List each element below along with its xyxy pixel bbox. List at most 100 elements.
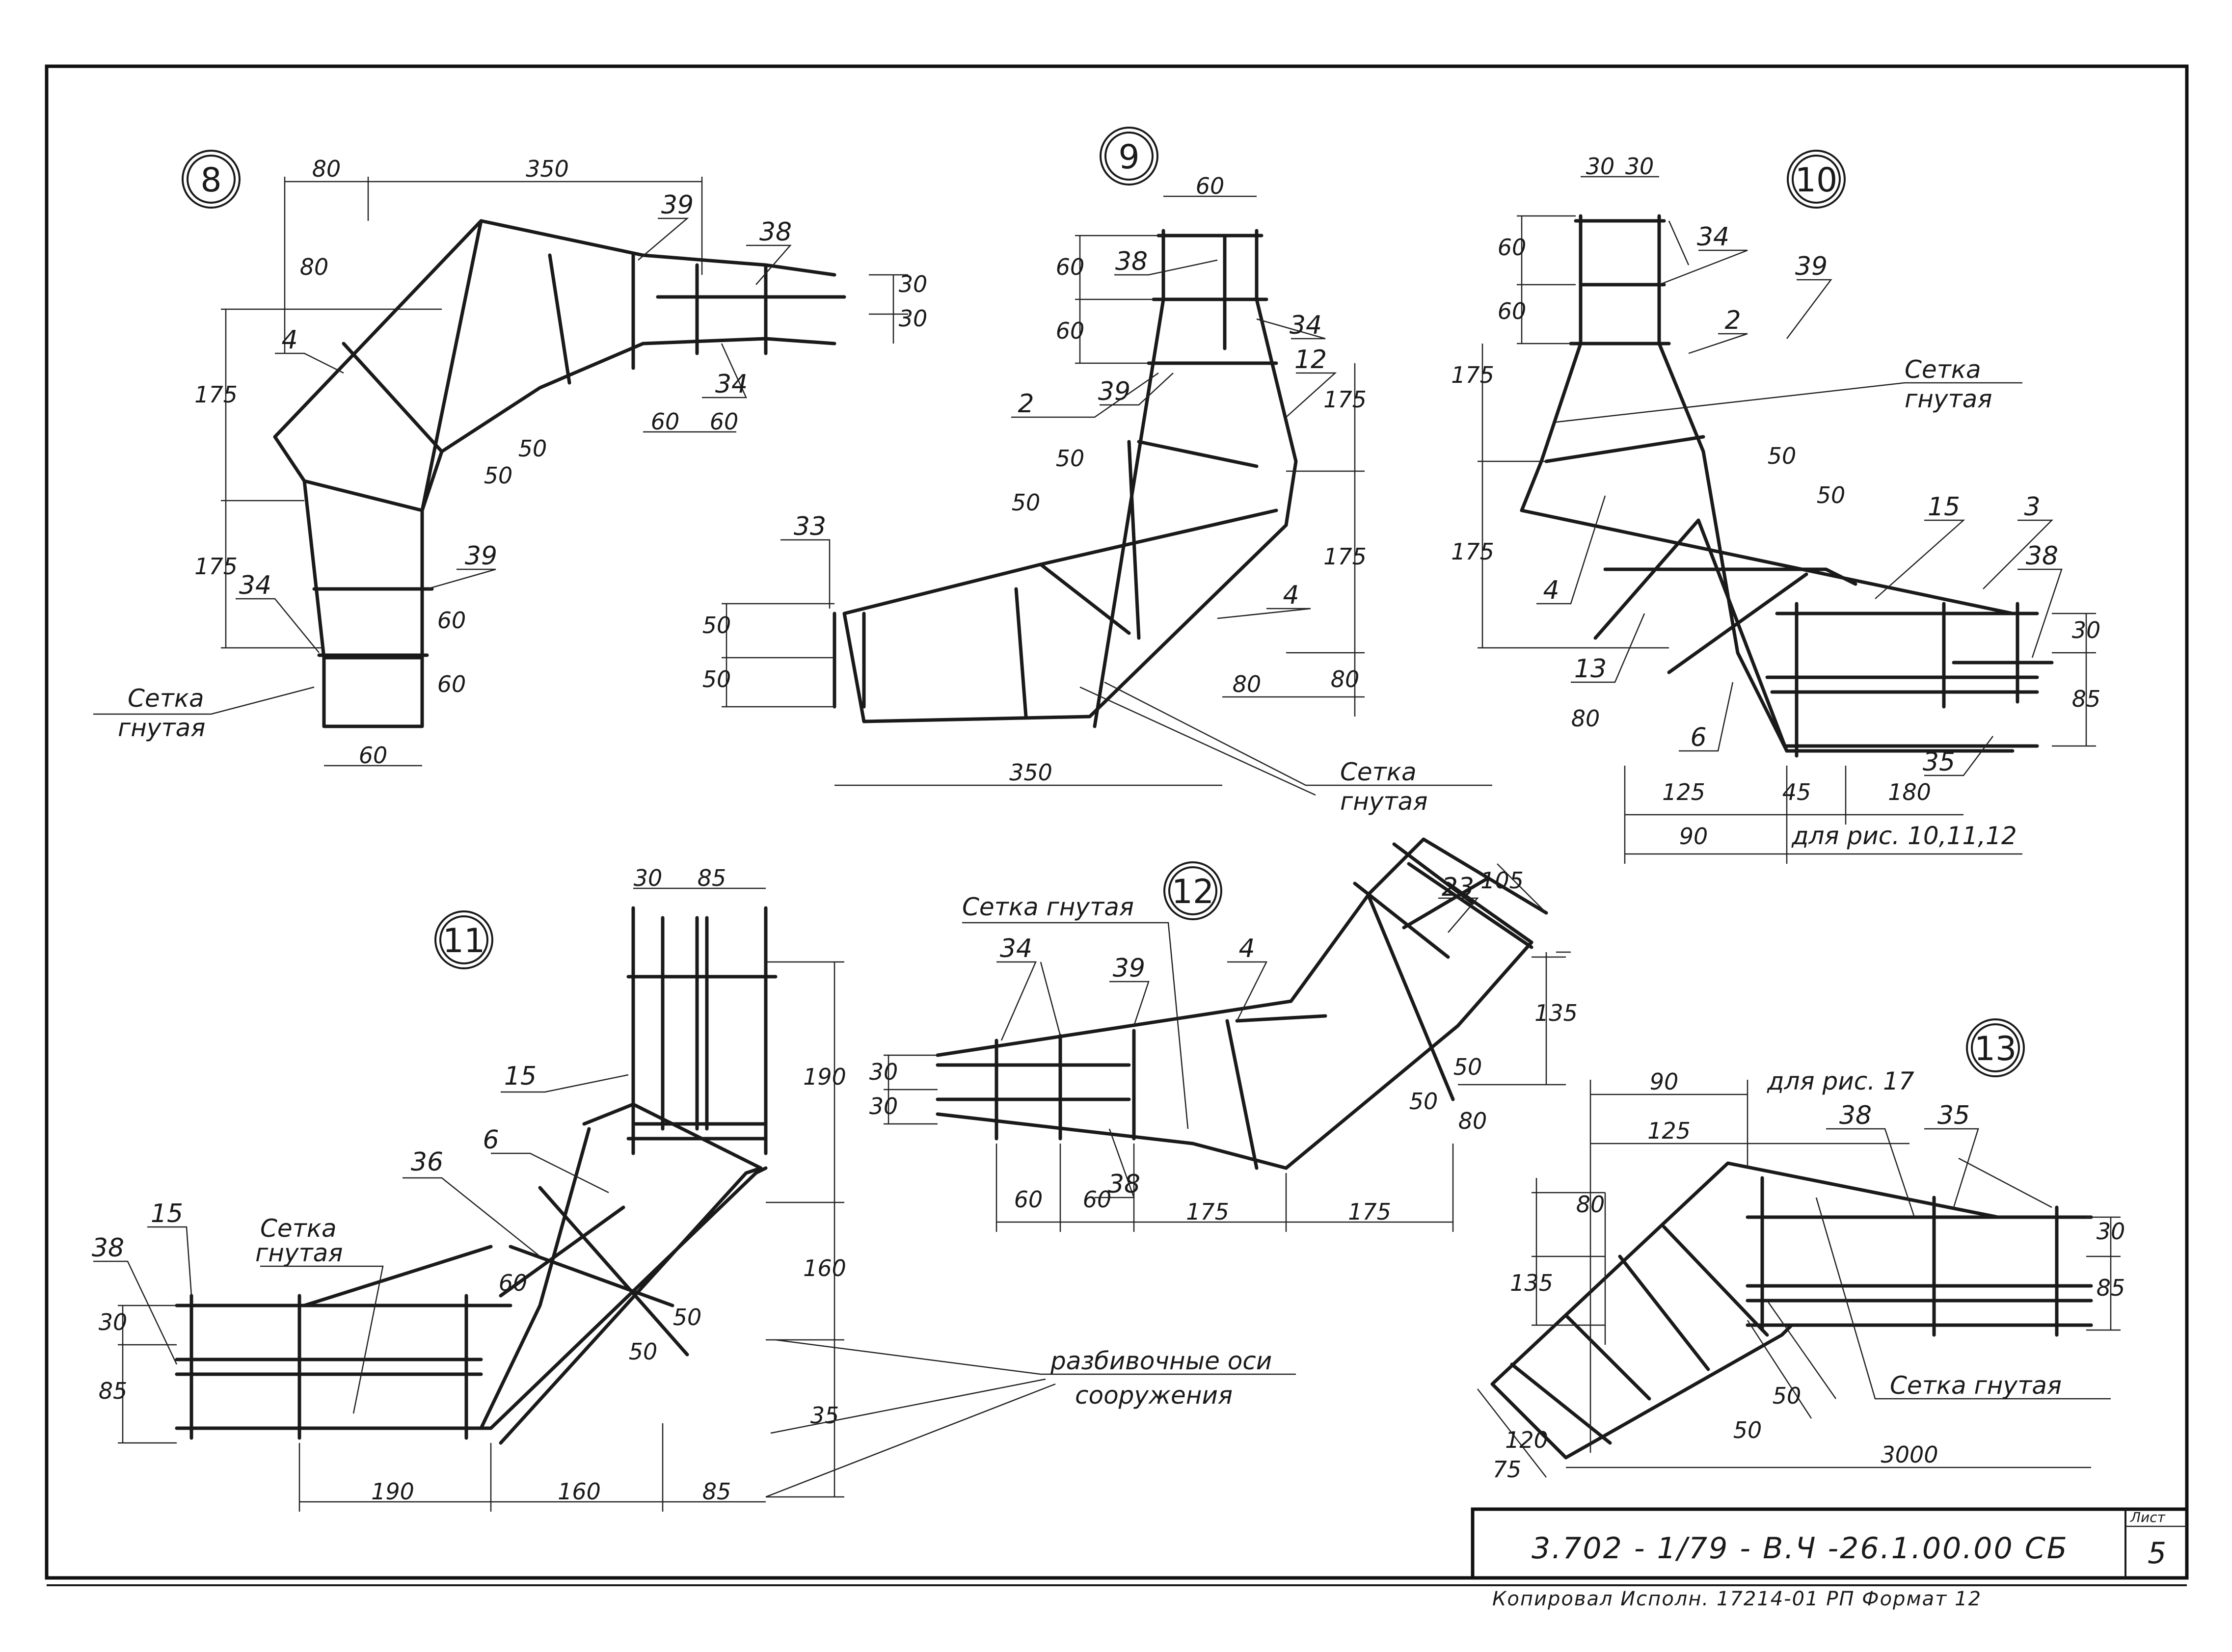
fig9-stirrups: [1147, 234, 1278, 365]
fig11-mesh-line2: гнутая: [255, 1239, 343, 1267]
title-block-frame: [1471, 1507, 2189, 1580]
fig10-diagonals: [1593, 518, 1857, 753]
figure-8: 8 80 350 80 175 175 60 60 60 60 60 30 30…: [93, 150, 928, 769]
fig9-dim-3: 175: [1323, 386, 1367, 413]
fig13-dim-10: 3000: [1881, 1441, 1938, 1468]
fig8-mesh-line2: гнутая: [118, 714, 205, 742]
fig12-pin: [936, 1063, 1131, 1101]
fig8-top-dims: [284, 177, 703, 353]
figure-8-number: 8: [200, 161, 221, 200]
fig9-mesh-leader: [1079, 681, 1492, 796]
doc-code: 3.702 - 1/79 - В.Ч -26.1.00.00 СБ: [1532, 1531, 2069, 1566]
fig12-diagonals: [1225, 842, 1533, 1170]
fig10-dim-6: 50: [1768, 443, 1797, 469]
fig12-stirrups: [995, 1029, 1136, 1141]
fig13-mesh: Сетка гнутая: [1890, 1371, 2062, 1400]
fig8-dim-12: 50: [484, 462, 513, 489]
fig12-dim-4: 50: [1409, 1088, 1438, 1115]
figure-10-badge: [1787, 150, 1846, 209]
fig13-stirrups: [1760, 1176, 2059, 1337]
fig10-pos-7: 13: [1574, 654, 1607, 684]
fig9-pos-4: 12: [1294, 345, 1327, 374]
fig8-dim-10: 30: [899, 271, 928, 297]
fig11-mesh-line1: Сетка: [260, 1214, 337, 1243]
fig10-pos-0: 34: [1697, 222, 1729, 252]
fig8-pos-1: 38: [759, 217, 792, 247]
fig13-dim-8: 50: [1733, 1417, 1762, 1443]
fig13-longitudinal: [1746, 1215, 2093, 1327]
fig11-axes-leader: [765, 1339, 1296, 1498]
fig10-dim-8: 30: [2072, 617, 2101, 643]
figure-11: 11 30 85 190 160 35 30 85 60 50 50 190 1…: [92, 865, 1296, 1512]
fig12-mesh: Сетка гнутая: [962, 893, 1134, 921]
fig8-dim-8: 60: [651, 408, 680, 435]
fig10-stirrups: [1795, 602, 2019, 758]
figure-12-badge: [1163, 861, 1222, 920]
fig10-dim-11: 125: [1662, 779, 1705, 805]
fig12-dim-9: 175: [1186, 1199, 1229, 1225]
fig11-dim-5: 30: [99, 1309, 128, 1335]
fig10-mesh-line2: гнутая: [1905, 385, 1992, 413]
fig11-right-dims: [633, 887, 844, 1498]
fig8-bottom-rod: [322, 656, 424, 728]
fig11-dim-7: 60: [499, 1270, 528, 1296]
fig9-dim-10: 50: [1056, 445, 1085, 472]
fig11-vertical-rods: [631, 906, 768, 1155]
fig10-dim-13: 180: [1888, 779, 1931, 805]
fig12-outer-rods: [936, 837, 1533, 1170]
fig9-side-dims: [722, 363, 1365, 786]
figure-11-badge-inner: [439, 915, 488, 964]
fig12-dim-5: 50: [1453, 1054, 1482, 1080]
fig13-dim-9: 50: [1773, 1383, 1802, 1409]
fig9-horizontal-rods: [842, 508, 1288, 723]
fig12-pos-3: 23: [1442, 873, 1474, 902]
sheet-label: Лист: [2130, 1509, 2165, 1525]
fig12-dim-10: 175: [1348, 1199, 1391, 1225]
fig9-dim-2: 60: [1056, 318, 1085, 344]
fig10-dim-14: 90: [1679, 823, 1708, 850]
figure-8-badge: [182, 150, 241, 209]
fig12-right-dims: [1458, 863, 1571, 1086]
figure-13-number: 13: [1974, 1030, 2017, 1068]
fig10-dim-9: 85: [2072, 686, 2101, 712]
fig10-pos-1: 39: [1795, 252, 1828, 281]
fig10-pos-8: 6: [1690, 723, 1706, 752]
fig8-dim-13: 50: [518, 435, 547, 462]
fig10-cross-rods: [1520, 219, 2015, 615]
fig9-mesh-line1: Сетка: [1340, 758, 1417, 786]
fig11-stirrups-top: [626, 975, 778, 1141]
fig8-dim-0: 80: [312, 156, 341, 182]
figure-13-badge-inner: [1971, 1023, 2020, 1072]
fig13-dim-1: 125: [1647, 1118, 1691, 1144]
figure-10-badge-inner: [1792, 155, 1841, 204]
fig11-axes-line2: сооружения: [1075, 1381, 1233, 1410]
fig10-for-figs: для рис. 10,11,12: [1791, 822, 2017, 850]
fig12-dim-8: 60: [1083, 1186, 1112, 1213]
fig11-dim-9: 50: [673, 1304, 702, 1331]
fig10-dim-0: 30: [1586, 153, 1615, 180]
fig9-dim-5: 80: [1233, 671, 1262, 697]
fig10-dim-3: 60: [1498, 298, 1527, 324]
fig11-axes-line1: разбивочные оси: [1050, 1347, 1272, 1375]
figure-13-badge: [1966, 1018, 2025, 1077]
figure-11-number: 11: [443, 922, 485, 960]
fig8-leg-stirrups: [312, 587, 434, 657]
fig8-dim-2: 80: [300, 254, 329, 280]
fig12-dim-1: 135: [1534, 1000, 1578, 1026]
fig8-cross-rods: [342, 219, 571, 512]
figure-9-badge-inner: [1104, 132, 1154, 181]
fig8-lower-rod: [273, 337, 836, 512]
fig10-longitudinal: [1765, 612, 2039, 748]
fig11-longitudinal: [175, 1245, 512, 1430]
sheet-number: 5: [2148, 1536, 2167, 1571]
footer-note: Копировал Исполн. 17214-01 РП Формат 12: [1492, 1588, 1982, 1610]
fig9-end-rods: [833, 612, 866, 709]
fig10-mesh-leader: [1556, 382, 2022, 423]
fig12-top-rods: [1353, 837, 1548, 959]
fig10-mesh-line1: Сетка: [1905, 355, 1981, 384]
fig9-mesh-line2: гнутая: [1340, 787, 1427, 816]
fig12-pos-2: 4: [1238, 934, 1255, 963]
fig12-dim-0: 105: [1480, 867, 1524, 894]
fig10-pos-2: 2: [1724, 306, 1741, 335]
fig11-dim-0: 30: [634, 865, 663, 891]
